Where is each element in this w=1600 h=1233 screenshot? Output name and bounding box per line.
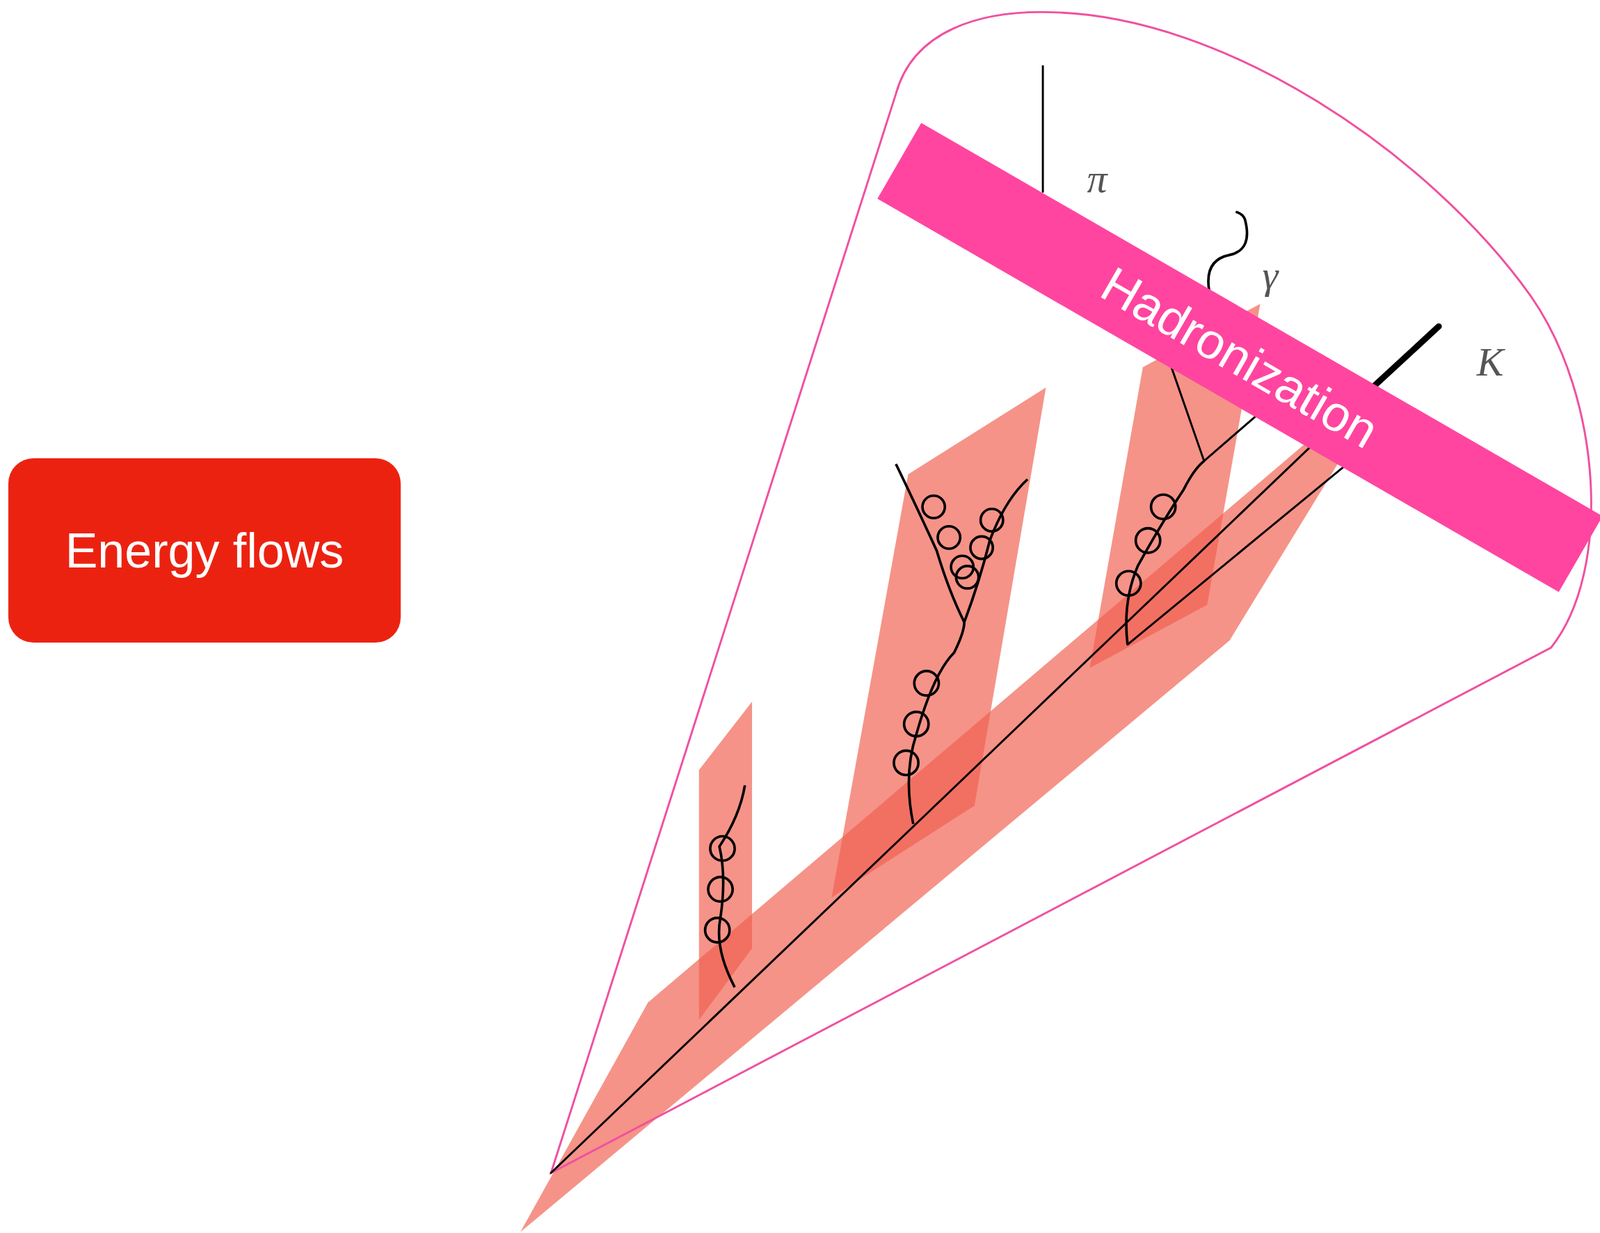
node-label: Hadronization: [1091, 255, 1388, 460]
gluon-line: [1126, 461, 1205, 645]
gluon-loop: [705, 918, 730, 943]
energy-box: Energy flows: [8, 458, 401, 643]
photon-line: [1208, 212, 1248, 291]
gluon-loop: [955, 566, 979, 589]
gluon-loop: [710, 836, 735, 862]
gluon-loop: [893, 750, 919, 775]
gluons: [705, 461, 1205, 988]
gluon-line: [908, 622, 965, 825]
node-label: Energy flows: [65, 523, 345, 579]
particle-label: K: [1476, 342, 1504, 383]
quark-line: [1127, 464, 1347, 645]
gluon-loop: [914, 671, 939, 696]
energy-bands: [520, 304, 1347, 1233]
gluon-loop: [708, 877, 733, 902]
particle-label: γ: [1262, 255, 1279, 296]
gluon-loop: [980, 509, 1004, 532]
gluon-loop: [1151, 494, 1176, 519]
gluon-loop: [970, 536, 993, 559]
pion-line: [1042, 66, 1045, 192]
quark-line: [550, 387, 1373, 1173]
gluon-band: [699, 701, 752, 1021]
gluon-loop: [922, 496, 945, 519]
particle-label: π: [1086, 158, 1107, 199]
gluon-band: [831, 387, 1046, 898]
gluon-loop: [1116, 571, 1141, 596]
gluon-line: [896, 464, 965, 622]
gluon-loop: [904, 712, 929, 737]
gluon-loop: [1136, 528, 1161, 554]
gluon-loop: [937, 526, 960, 549]
kaon-line: [1372, 326, 1439, 388]
gluon-line: [964, 479, 1028, 622]
jet-cone: [550, 11, 1591, 1173]
